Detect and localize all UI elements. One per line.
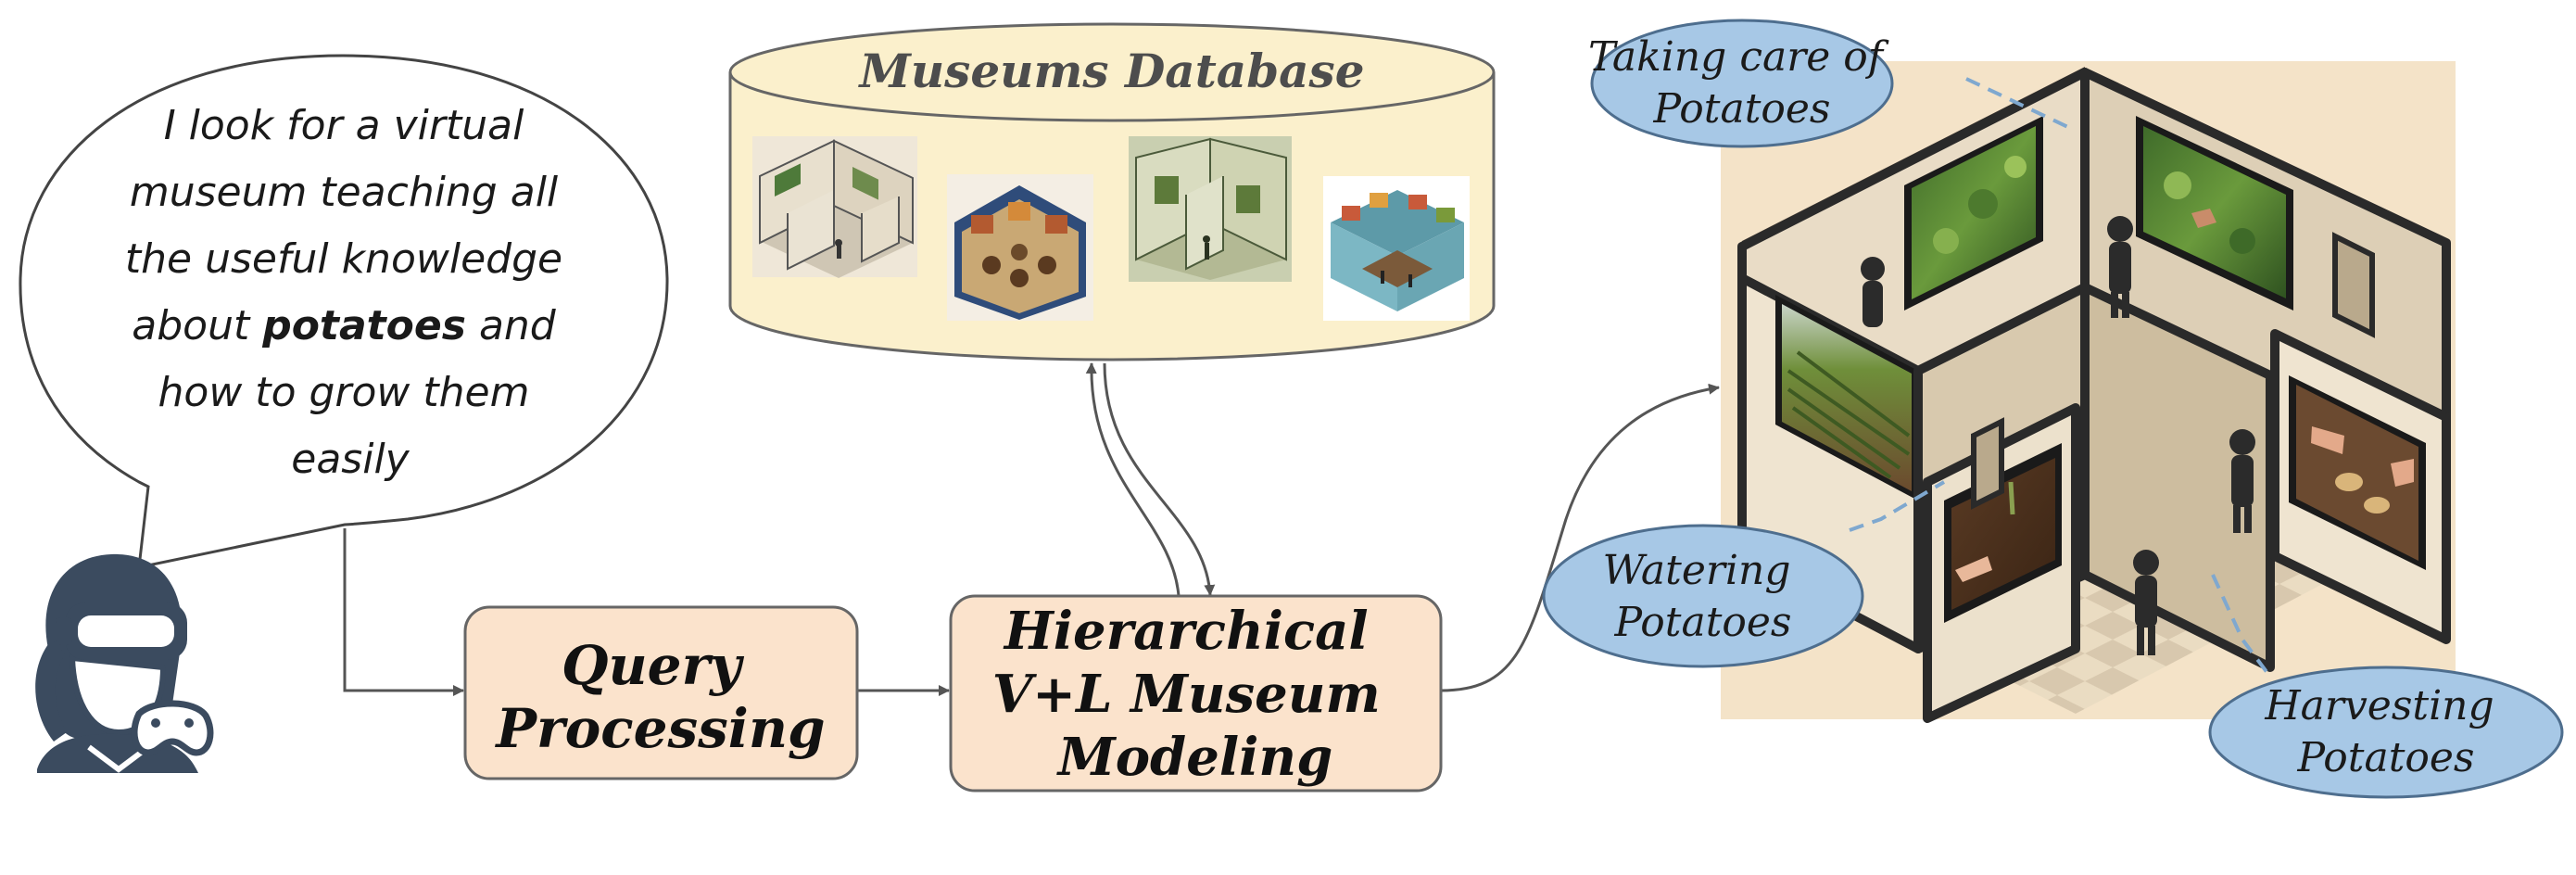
svg-text:Hierarchical V+L Museum: Hierarchical V+L Museum Modeling	[992, 601, 1399, 788]
connectors	[343, 362, 1720, 696]
database-cylinder	[728, 72, 1496, 361]
arrow-modeling-to-database	[1085, 362, 1181, 597]
museums-database: Museums Database	[728, 22, 1496, 361]
bubble-line-5: how to grow them	[158, 369, 530, 416]
modeling-box-line-1: Hierarchical	[1003, 601, 1369, 662]
bubble-line-3: the useful knowledge	[125, 235, 562, 283]
svg-text:Taking care of Potatoes: Taking care of Potatoes	[1588, 33, 1896, 133]
svg-text:Query Processing: Query Processing	[494, 634, 825, 760]
database-top	[728, 22, 1496, 122]
speech-bubble: I look for a virtual museum teaching all…	[19, 54, 669, 569]
potato-museum-render	[1721, 61, 2456, 723]
label-watering: Watering Potatoes	[1542, 524, 1864, 668]
label-taking-care: Taking care of Potatoes	[1588, 19, 1896, 148]
exhibit-care-left	[1904, 116, 2043, 311]
bubble-bold-potatoes: potatoes	[261, 302, 466, 349]
museum-thumbnail-2	[947, 174, 1093, 321]
arrow-modeling-to-museum	[1440, 383, 1720, 692]
label-leaders	[1849, 77, 2272, 678]
database-title: Museums Database	[857, 44, 1364, 98]
label-taking-care-line-2: Potatoes	[1652, 85, 1830, 133]
museum-thumbnail-4	[1323, 176, 1470, 321]
bubble-line-6: easily	[291, 436, 410, 483]
label-watering-line-1: Watering	[1603, 547, 1791, 594]
museum-thumbnail-1	[752, 136, 917, 278]
visitor-figures	[1861, 216, 2255, 655]
museum-thumbnail-3	[1129, 136, 1292, 282]
exhibit-care-right	[2136, 116, 2293, 311]
query-box-line-2: Processing	[494, 697, 825, 760]
bubble-line-2: museum teaching all	[130, 169, 559, 216]
bubble-line-1: I look for a virtual	[164, 102, 524, 149]
leader-harvesting	[2211, 574, 2272, 678]
bubble-line-4-after: and	[479, 302, 557, 349]
vr-user-icon	[35, 553, 214, 773]
modeling-box: Hierarchical V+L Museum Modeling	[949, 594, 1443, 793]
query-box-line-1: Query	[562, 634, 745, 697]
speech-bubble-shape	[19, 54, 669, 569]
label-taking-care-line-1: Taking care of	[1588, 33, 1889, 81]
svg-text:Harvesting Potatoes: Harvesting Potatoes	[2264, 682, 2507, 781]
leader-taking-care	[1965, 77, 2075, 132]
query-processing-box: Query Processing	[463, 605, 859, 780]
arrow-bubble-to-query	[343, 528, 464, 696]
label-harvesting-line-1: Harvesting	[2264, 682, 2494, 729]
leader-watering	[1849, 480, 1946, 532]
wall-center-right	[2080, 283, 2275, 672]
svg-text:Watering Potatoes: Watering Potatoes	[1603, 547, 1804, 646]
label-harvesting: Harvesting Potatoes	[2208, 666, 2564, 799]
label-watering-line-2: Potatoes	[1613, 599, 1791, 646]
exhibit-watering-field	[1775, 295, 1918, 501]
svg-text:I look for a virtual mus: I look for a virtual museum teaching all…	[125, 102, 575, 483]
modeling-box-line-2: V+L Museum	[992, 664, 1381, 725]
arrow-database-to-modeling	[1103, 362, 1216, 596]
bubble-line-4-before: about	[132, 302, 251, 349]
exhibit-harvesting	[2289, 375, 2426, 570]
label-harvesting-line-2: Potatoes	[2296, 734, 2474, 781]
modeling-box-line-3: Modeling	[1056, 727, 1333, 788]
